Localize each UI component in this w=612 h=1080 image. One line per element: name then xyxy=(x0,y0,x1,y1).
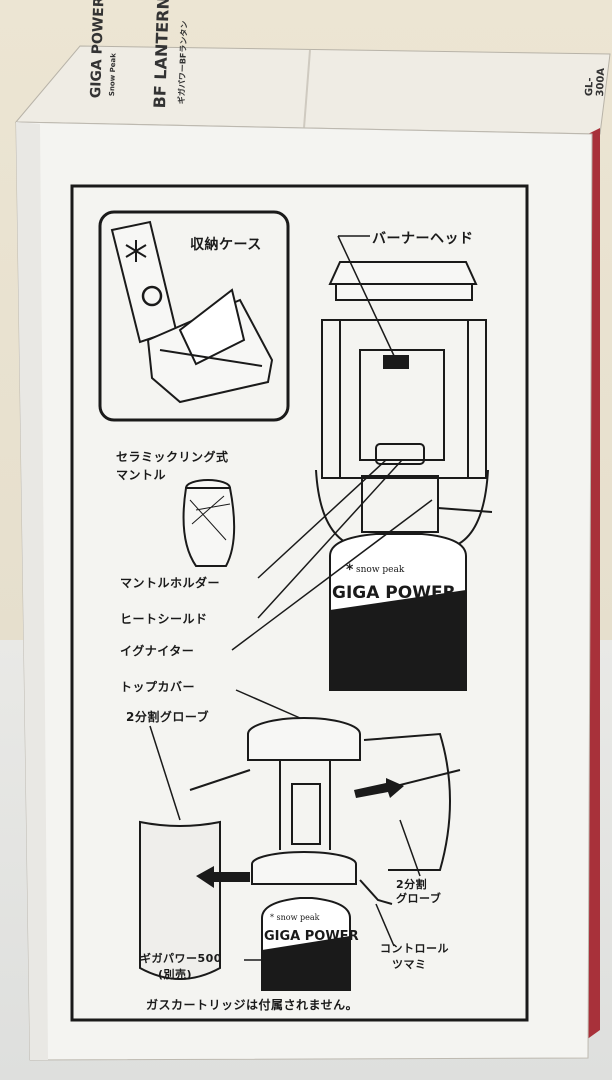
label-cartridge-line1: ギガパワー500 xyxy=(140,952,222,965)
canister-brand-large: GIGA POWER xyxy=(332,583,456,603)
snowflake-icon xyxy=(125,240,147,262)
label-mantle-holder: マントルホルダー xyxy=(120,576,221,590)
label-top-cover: トップカバー xyxy=(120,680,196,694)
label-globe-left: 2分割グローブ xyxy=(126,710,210,724)
box-top-maker: Snow Peak xyxy=(108,53,118,97)
box-top-code: GL-300A xyxy=(584,67,607,97)
label-mantle-line1: セラミックリング式 xyxy=(116,450,229,464)
label-cartridge-line2: (別売) xyxy=(158,968,193,981)
svg-text:*: * xyxy=(346,562,354,578)
label-globe-right-line2: グローブ xyxy=(396,892,442,905)
label-note: ガスカートリッジは付属されません。 xyxy=(146,998,359,1012)
svg-text:* snow peak: * snow peak xyxy=(270,913,320,922)
box-top-brand-2: BF LANTERN xyxy=(150,0,173,109)
assembled-lantern-illustration xyxy=(315,261,493,549)
label-control-line2: ツマミ xyxy=(392,958,427,971)
gas-canister-illustration xyxy=(329,533,467,691)
arrow-left-icon xyxy=(196,866,250,888)
label-heat-shield: ヒートシールド xyxy=(120,612,208,626)
storage-case-illustration xyxy=(110,220,274,404)
exploded-lantern-illustration xyxy=(139,717,461,980)
ceramic-mantle-illustration xyxy=(182,479,236,567)
logo-mark-icon xyxy=(141,285,163,307)
arrow-right-icon xyxy=(354,778,404,798)
label-globe-right-line1: 2分割 xyxy=(396,878,428,891)
label-burner-head: バーナーヘッド xyxy=(372,231,474,247)
label-igniter: イグナイター xyxy=(120,644,195,658)
gas-canister-lower-illustration xyxy=(261,897,351,991)
label-mantle-line2: マントル xyxy=(116,468,167,482)
canister-brand-small: snow peak xyxy=(356,565,405,575)
label-control-line1: コントロール xyxy=(380,942,449,955)
svg-text:GIGA POWER: GIGA POWER xyxy=(264,929,359,944)
label-storage-case: 収納ケース xyxy=(190,237,262,253)
